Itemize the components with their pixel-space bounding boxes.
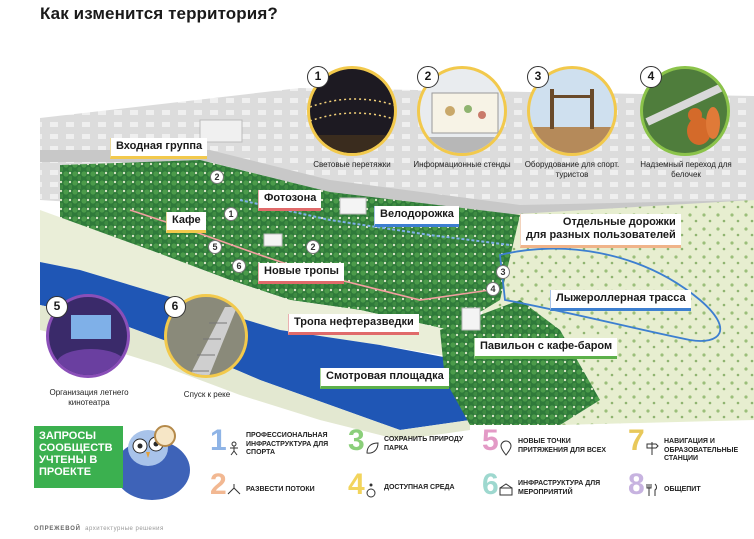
map-marker: 1	[224, 207, 238, 221]
map-marker: 6	[232, 259, 246, 273]
label-pavilion: Павильон с кафе-баром	[474, 338, 618, 359]
map-marker: 2	[306, 240, 320, 254]
legend-number: 5	[482, 424, 499, 457]
map-marker: 4	[486, 282, 500, 296]
building	[339, 197, 367, 215]
legend-number: 3	[348, 424, 365, 457]
owl-mascot-icon	[114, 425, 190, 500]
photo-caption: Надземный переход для белочек	[640, 160, 732, 179]
footer-brand-name: ОПРЕЖЕВОЙ	[34, 526, 81, 532]
legend-number: 2	[210, 468, 227, 501]
lower-forest	[440, 300, 600, 425]
footer-brand-sub: архитектурные решения	[85, 526, 164, 532]
building	[263, 233, 283, 247]
split-arrows-icon	[227, 484, 241, 495]
sport-icon	[230, 441, 238, 456]
label-cafe: Кафе	[166, 212, 206, 233]
label-ski-track: Лыжероллерная трасса	[550, 290, 691, 311]
legend-number: 4	[348, 468, 365, 501]
community-requests-box: Запросы сообществ учтены в проекте	[34, 426, 123, 488]
label-bike-path: Велодорожка	[374, 206, 459, 227]
photo-caption: Организация летнего кинотеатра	[49, 388, 129, 407]
map-marker: 2	[210, 170, 224, 184]
legend-number: 1	[210, 424, 227, 457]
river-lower-bank	[40, 305, 470, 440]
road	[40, 150, 754, 222]
ski-track-line	[499, 247, 722, 342]
location-pin-icon	[500, 440, 512, 456]
page-title: Как изменится территория?	[40, 4, 278, 23]
legend-item-event-infrastructure: Инфраструктура для мероприятий	[518, 480, 601, 496]
legend-item-preserve-nature: Сохранить природу парка	[384, 436, 464, 452]
label-separate-paths: Отдельные дорожки для разных пользовател…	[520, 214, 681, 248]
building	[199, 119, 243, 143]
signpost-icon	[646, 442, 659, 455]
photo-badge: 4	[640, 66, 662, 88]
label-photozone: Фотозона	[258, 190, 322, 211]
photo-badge: 5	[46, 296, 68, 318]
photo-caption: Световые перетяжки	[313, 160, 391, 169]
pavilion-building	[461, 307, 481, 331]
label-separate-paths-line1: Отдельные дорожки	[562, 216, 676, 228]
photo-caption: Спуск к реке	[183, 390, 231, 399]
photo-river-descent	[164, 294, 248, 378]
legend-number: 8	[628, 468, 645, 501]
legend-item-new-attractions: Новые точки притяжения для всех	[518, 438, 607, 454]
photo-badge: 1	[307, 66, 329, 88]
photo-caption: Информационные стенды	[413, 160, 511, 169]
wheelchair-icon	[366, 483, 376, 498]
map-marker: 5	[208, 240, 222, 254]
leaf-icon	[366, 442, 379, 454]
footer-brand: ОПРЕЖЕВОЙ архитектурные решения	[34, 526, 164, 532]
legend-number: 7	[628, 424, 645, 457]
photo-sport-equipment	[527, 66, 617, 156]
legend-item-catering: Общепит	[664, 486, 701, 493]
stage-icon	[499, 483, 513, 496]
legend-item-sport-infrastructure: Профессиональная инфраструктура для спор…	[246, 432, 329, 456]
cutlery-icon	[646, 483, 657, 496]
map-marker: 3	[496, 265, 510, 279]
label-oil-trail: Тропа нефтеразведки	[288, 314, 419, 335]
photo-badge: 6	[164, 296, 186, 318]
legend-item-separate-flows: Развести потоки	[246, 486, 315, 493]
legend-item-accessible-environment: Доступная среда	[384, 484, 455, 491]
photo-badge: 3	[527, 66, 549, 88]
forest-area	[60, 160, 520, 330]
legend-number: 6	[482, 468, 499, 501]
label-new-trails: Новые тропы	[258, 263, 344, 284]
label-separate-paths-line2: для разных пользователей	[526, 229, 676, 241]
label-viewpoint: Смотровая площадка	[320, 368, 449, 389]
photo-light-strings	[307, 66, 397, 156]
photo-badge: 2	[417, 66, 439, 88]
legend-item-navigation-stations: Навигация и образовательные станции	[664, 438, 739, 462]
label-entrance: Входная группа	[110, 138, 208, 159]
photo-caption: Оборудование для спорт. туристов	[524, 160, 620, 179]
